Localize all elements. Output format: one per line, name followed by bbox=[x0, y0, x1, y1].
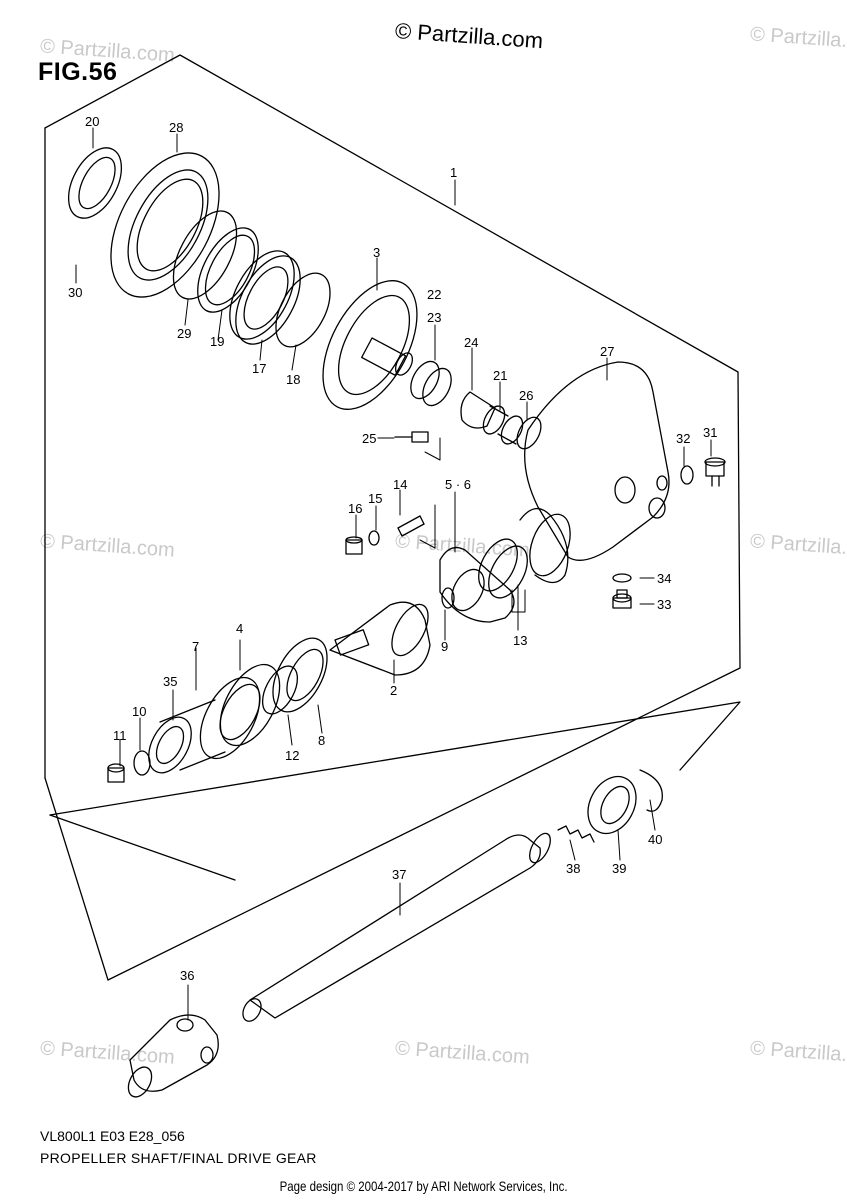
o-ring-part bbox=[478, 538, 518, 592]
bolt-part bbox=[394, 431, 429, 443]
callout-label: 3 bbox=[373, 245, 380, 260]
oil-seal-part bbox=[516, 416, 542, 450]
assembly-outline bbox=[44, 54, 741, 981]
damper-part bbox=[199, 663, 281, 760]
callout-label: 38 bbox=[566, 861, 580, 876]
callout-label: 32 bbox=[676, 431, 690, 446]
callout-label: 33 bbox=[657, 597, 671, 612]
callout-label: 26 bbox=[519, 388, 533, 403]
callout-label: 9 bbox=[441, 639, 448, 654]
callout-label: 27 bbox=[600, 344, 614, 359]
oil-seal-part bbox=[587, 775, 637, 835]
o-ring-part bbox=[488, 545, 528, 599]
callout-label: 19 bbox=[210, 334, 224, 349]
universal-joint-part bbox=[127, 1014, 219, 1098]
callout-label: 8 bbox=[318, 733, 325, 748]
stud-bolt-part bbox=[397, 515, 425, 537]
callout-label: 25 bbox=[362, 431, 376, 446]
needle-bearing-part bbox=[482, 405, 524, 445]
model-code: VL800L1 E03 E28_056 bbox=[40, 1128, 185, 1144]
callout-label: 13 bbox=[513, 633, 527, 648]
callout-label: 39 bbox=[612, 861, 626, 876]
gasket-part bbox=[612, 573, 632, 583]
callout-label: 15 bbox=[368, 491, 382, 506]
figure-number: FIG.56 bbox=[38, 58, 118, 86]
coupling-part bbox=[148, 699, 226, 774]
ring-gear-part bbox=[322, 280, 418, 410]
washer-part bbox=[133, 750, 151, 776]
bearing-housing-part bbox=[110, 152, 220, 298]
final-gear-case-part bbox=[519, 361, 670, 584]
callout-label: 35 bbox=[163, 674, 177, 689]
callout-label: 28 bbox=[169, 120, 183, 135]
nut-part bbox=[345, 536, 363, 555]
callout-label: 7 bbox=[192, 639, 199, 654]
circlip-part bbox=[639, 769, 663, 812]
shaft-outline bbox=[49, 701, 741, 816]
shim-part bbox=[410, 360, 440, 400]
callout-label: 31 bbox=[703, 425, 717, 440]
shim-part bbox=[422, 367, 452, 407]
page-credit-text: Page design © 2004-2017 by ARI Network S… bbox=[279, 1178, 568, 1194]
callout-label: 30 bbox=[68, 285, 82, 300]
callout-label: 2 bbox=[390, 683, 397, 698]
callout-label: 21 bbox=[493, 368, 507, 383]
callout-label: 16 bbox=[348, 501, 362, 516]
callout-label: 40 bbox=[648, 832, 662, 847]
callout-labels: 1 2 3 4 5 · 6 7 8 9 10 11 12 13 14 15 16… bbox=[68, 114, 717, 983]
gasket-part bbox=[680, 465, 694, 485]
pinion-gear-part bbox=[329, 601, 431, 676]
callout-label: 29 bbox=[177, 326, 191, 341]
callout-label: 4 bbox=[236, 621, 243, 636]
diagram-caption: PROPELLER SHAFT/FINAL DRIVE GEAR bbox=[40, 1150, 317, 1166]
callout-label: 22 bbox=[427, 287, 441, 302]
callout-label: 36 bbox=[180, 968, 194, 983]
callout-label: 17 bbox=[252, 361, 266, 376]
propeller-shaft-part bbox=[242, 832, 551, 1022]
oil-plug-part bbox=[704, 457, 726, 487]
callout-label: 12 bbox=[285, 748, 299, 763]
spacer-part bbox=[261, 665, 299, 715]
callout-label: 1 bbox=[450, 165, 457, 180]
callout-label: 20 bbox=[85, 114, 99, 129]
o-ring-part bbox=[275, 272, 331, 348]
washer-part bbox=[368, 530, 380, 546]
page-credit: Page design © 2004-2017 by ARI Network S… bbox=[0, 1178, 847, 1194]
callout-label: 34 bbox=[657, 571, 671, 586]
callout-label: 10 bbox=[132, 704, 146, 719]
callout-label: 24 bbox=[464, 335, 478, 350]
oil-seal-part bbox=[67, 147, 123, 219]
bearing-case-part bbox=[439, 546, 515, 623]
callout-label: 11 bbox=[113, 728, 127, 743]
spring-part bbox=[557, 825, 595, 843]
drain-plug-part bbox=[612, 589, 632, 609]
callout-label: 37 bbox=[392, 867, 406, 882]
callout-label: 5 · 6 bbox=[445, 477, 471, 492]
callout-label: 18 bbox=[286, 372, 300, 387]
callout-label: 14 bbox=[393, 477, 407, 492]
nut-part bbox=[107, 763, 125, 783]
stopper-part bbox=[460, 391, 496, 429]
callout-label: 23 bbox=[427, 310, 441, 325]
o-ring-part bbox=[172, 210, 238, 300]
